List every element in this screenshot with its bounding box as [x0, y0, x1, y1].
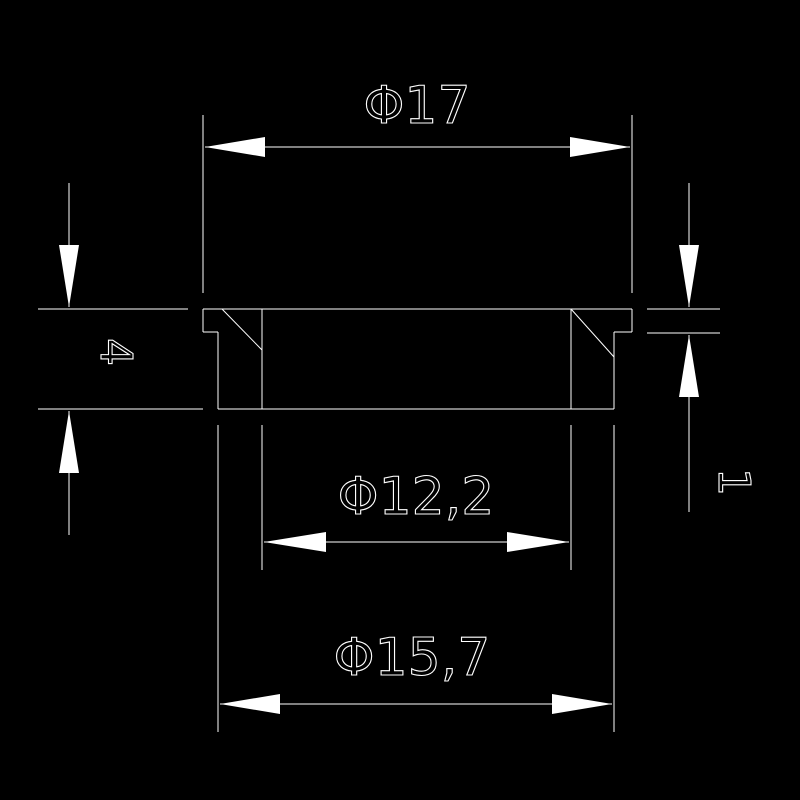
- dimension-label: 4: [90, 338, 141, 366]
- part-profile: [202, 308, 633, 410]
- dimension-total-height: 4: [38, 183, 203, 535]
- arrowhead: [220, 694, 280, 714]
- arrowhead: [507, 532, 569, 552]
- dimension-bore: Φ12,2: [261, 425, 572, 570]
- dimension-label: Φ12,2: [338, 467, 495, 527]
- dimension-outer-flange: Φ17: [202, 75, 633, 293]
- arrowhead: [679, 245, 699, 307]
- dimension-outer-body: Φ15,7: [217, 425, 615, 732]
- dimension-flange-thickness: 1: [647, 183, 760, 512]
- dimension-label: Φ15,7: [334, 628, 491, 688]
- arrowhead: [570, 137, 630, 157]
- dimension-label: 1: [708, 468, 759, 496]
- arrowhead: [679, 335, 699, 397]
- dimension-label: Φ17: [363, 76, 470, 136]
- arrowhead: [205, 137, 265, 157]
- arrowhead: [59, 245, 79, 307]
- arrowhead: [59, 411, 79, 473]
- arrowhead: [264, 532, 326, 552]
- arrowhead: [552, 694, 612, 714]
